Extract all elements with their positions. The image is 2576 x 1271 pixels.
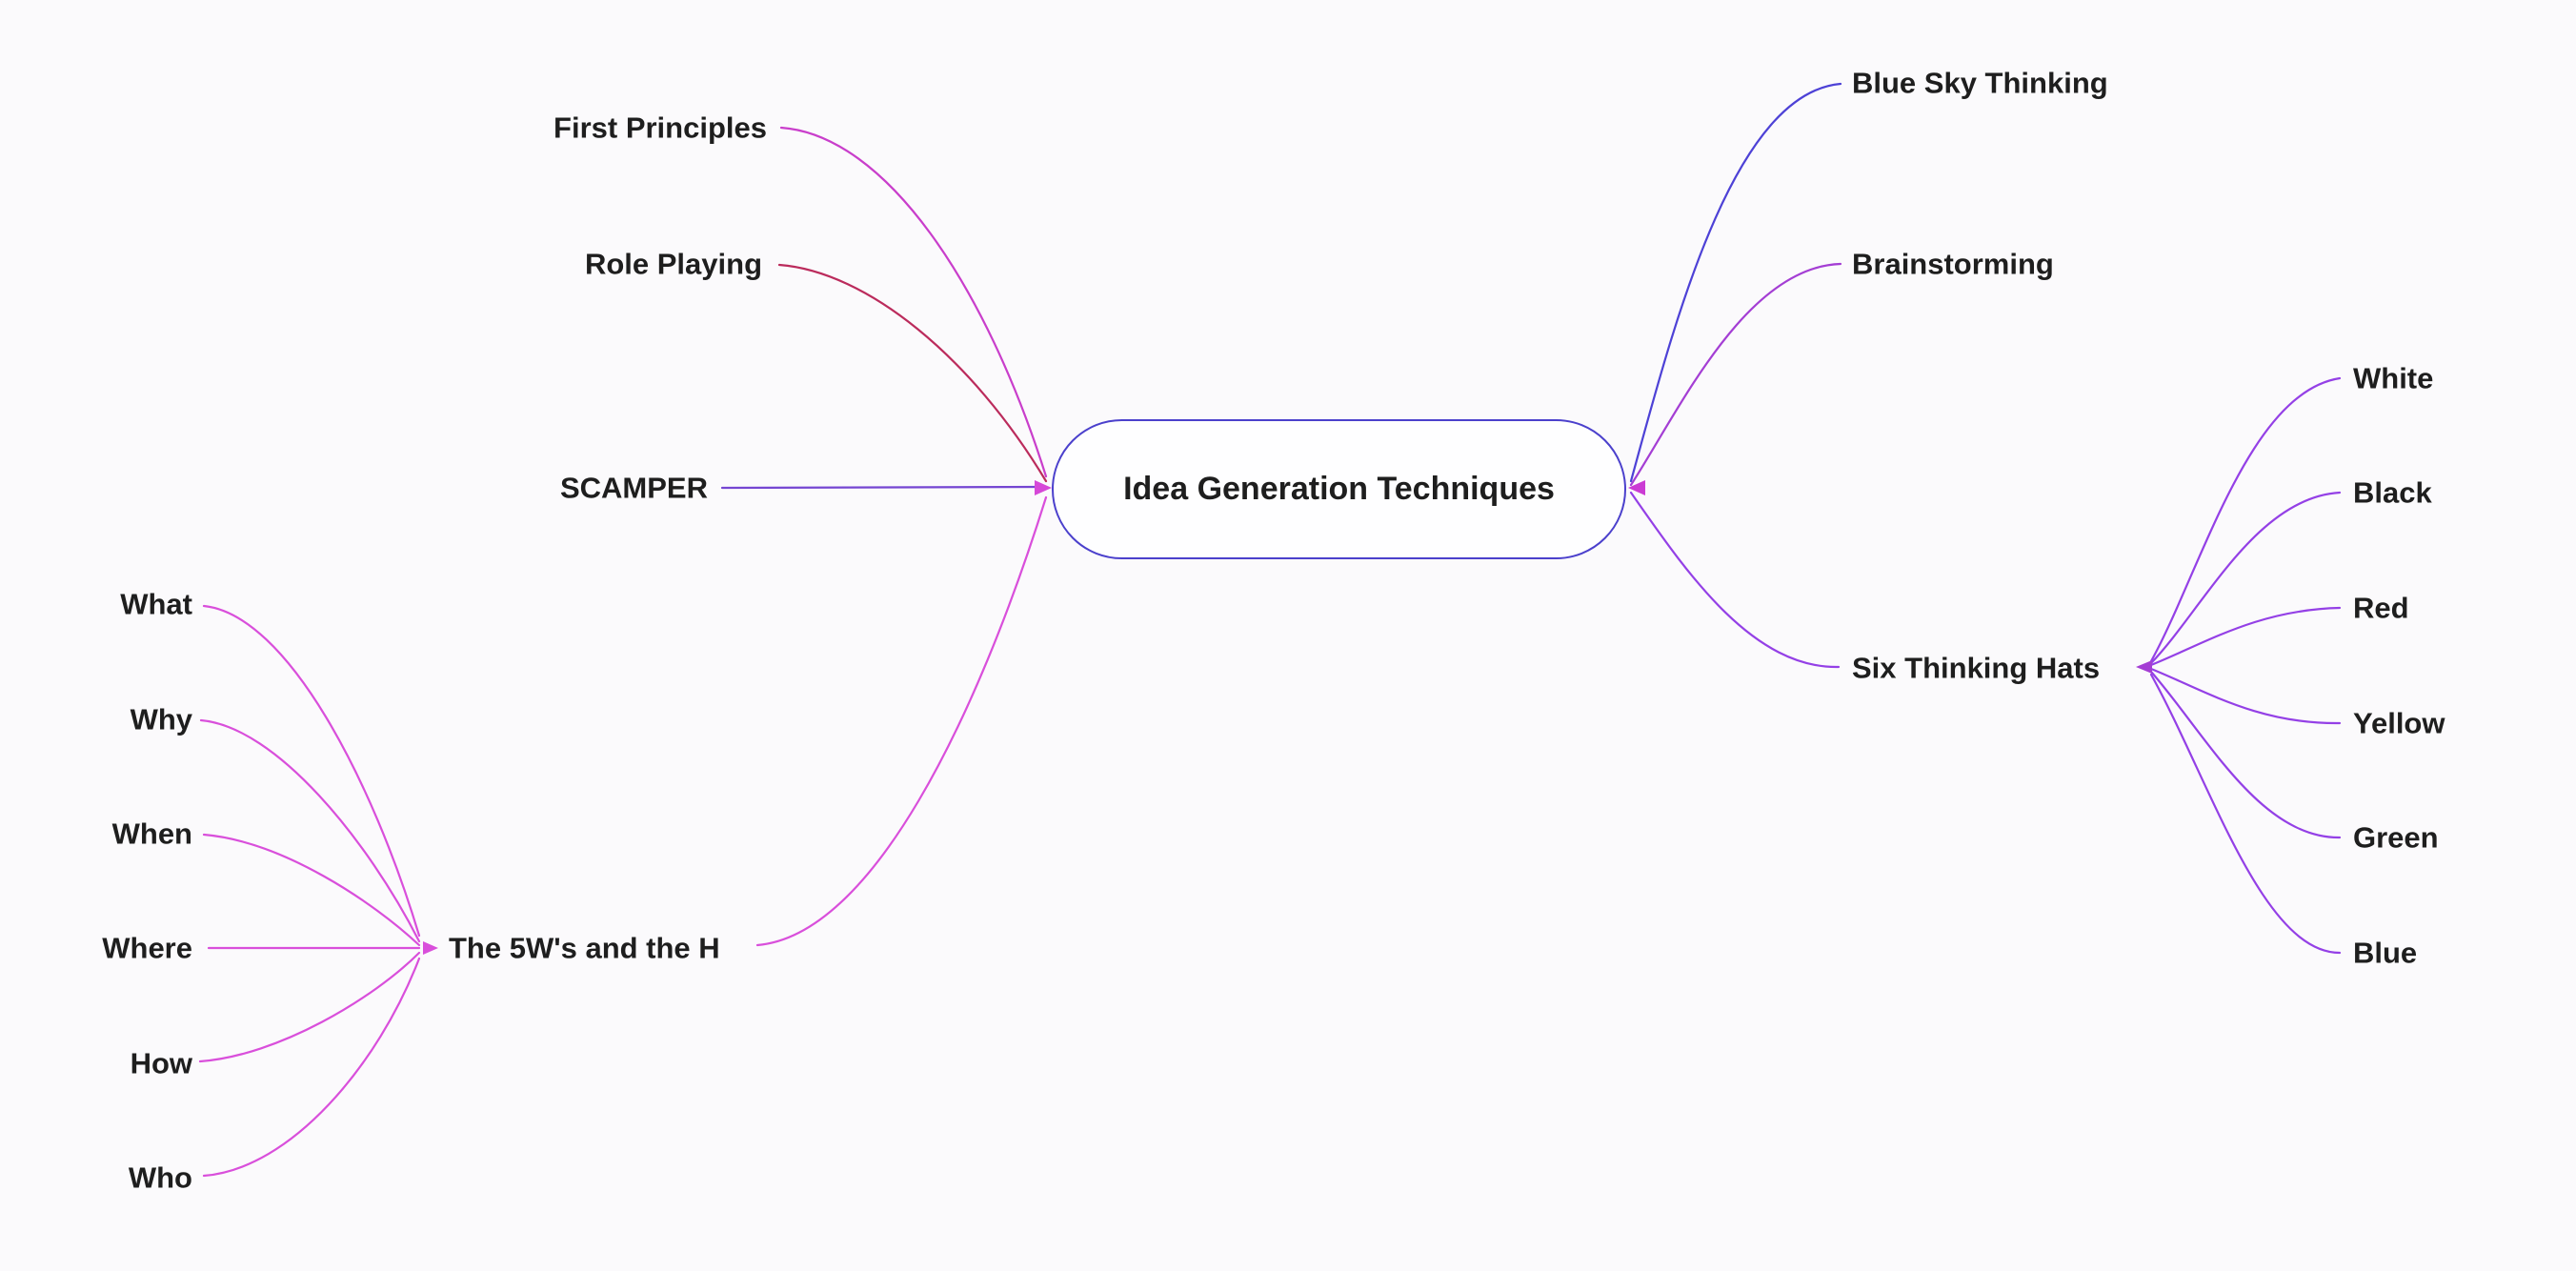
- node-why[interactable]: Why: [130, 702, 192, 736]
- node-brainstorming[interactable]: Brainstorming: [1852, 247, 2054, 281]
- node-hat-blue[interactable]: Blue: [2353, 936, 2418, 970]
- root-node[interactable]: Idea Generation Techniques: [1052, 419, 1626, 559]
- edge-why: [199, 718, 421, 943]
- node-six-thinking-hats[interactable]: Six Thinking Hats: [1852, 651, 2101, 685]
- edge-hat-yellow: [2149, 667, 2342, 725]
- node-who[interactable]: Who: [128, 1160, 192, 1195]
- arrowhead-five-ws: [423, 941, 438, 955]
- node-where[interactable]: Where: [102, 931, 192, 965]
- edge-brainstorming: [1629, 262, 1842, 487]
- node-hat-black[interactable]: Black: [2353, 475, 2432, 510]
- node-role-playing[interactable]: Role Playing: [584, 247, 762, 281]
- node-first-principles[interactable]: First Principles: [553, 111, 767, 145]
- edge-scamper: [720, 485, 1046, 490]
- edge-six-thinking-hats: [1629, 491, 1841, 669]
- edge-hat-blue: [2149, 673, 2342, 955]
- edge-hat-green: [2149, 670, 2342, 839]
- edge-hat-white: [2149, 376, 2342, 663]
- edge-who: [202, 957, 421, 1178]
- node-hat-yellow[interactable]: Yellow: [2353, 706, 2445, 740]
- node-hat-red[interactable]: Red: [2353, 591, 2409, 625]
- edge-hat-black: [2149, 491, 2342, 665]
- node-five-ws[interactable]: The 5W's and the H: [449, 931, 720, 965]
- arrowhead-root-left: [1035, 480, 1052, 495]
- edge-role-playing: [777, 263, 1048, 483]
- edge-hat-red: [2149, 606, 2342, 667]
- node-how[interactable]: How: [130, 1046, 192, 1080]
- root-node-label: Idea Generation Techniques: [1123, 471, 1555, 507]
- edge-five-ws: [755, 495, 1048, 947]
- node-hat-green[interactable]: Green: [2353, 820, 2439, 855]
- edge-blue-sky-thinking: [1629, 82, 1842, 483]
- edge-first-principles: [779, 126, 1048, 478]
- node-what[interactable]: What: [120, 587, 192, 621]
- node-scamper[interactable]: SCAMPER: [559, 471, 708, 505]
- node-blue-sky-thinking[interactable]: Blue Sky Thinking: [1852, 66, 2108, 100]
- edge-when: [202, 833, 421, 947]
- arrowhead-six-hats: [2136, 660, 2152, 674]
- arrowhead-root-right: [1628, 480, 1645, 495]
- node-hat-white[interactable]: White: [2353, 361, 2434, 395]
- node-when[interactable]: When: [111, 817, 192, 851]
- edge-how: [198, 951, 421, 1063]
- edge-what: [202, 604, 421, 938]
